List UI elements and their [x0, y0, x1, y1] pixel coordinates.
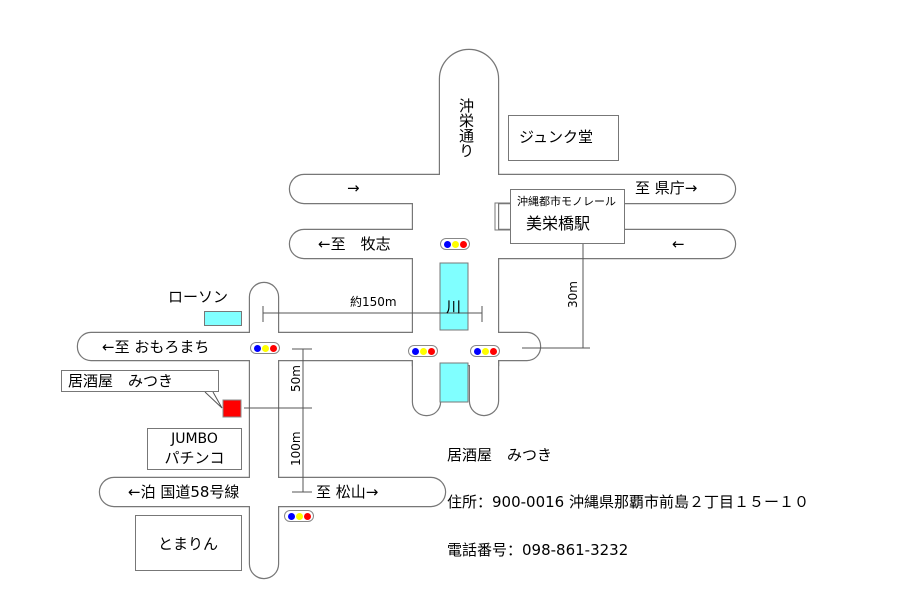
to-omoromachi-label: ←至 おもろまち [102, 338, 210, 356]
station-bracket [494, 202, 510, 231]
to-matsuyama-label: 至 松山→ [316, 483, 379, 501]
road-segment [100, 478, 445, 506]
river-north [439, 262, 469, 331]
to-makishi-label: ←至 牧志 [318, 235, 391, 253]
junkudo-label: ジュンク堂 [519, 128, 593, 146]
dim-30m-line [522, 243, 590, 349]
junkudo-box: ジュンク堂 [508, 115, 619, 161]
tomarin-label: とまりん [158, 535, 219, 553]
callout-pointer [204, 391, 223, 409]
roads [76, 48, 737, 580]
station-label: 美栄橋駅 [526, 214, 591, 233]
dim-100m-line [292, 409, 312, 493]
distance-100m: 100m [289, 431, 303, 466]
dim-50m-line [292, 348, 312, 409]
traffic-signal [284, 510, 314, 522]
to-kencho-label: 至 県庁→ [635, 179, 698, 197]
road-segment [250, 283, 278, 578]
river-label: 川 [446, 298, 462, 316]
lawson-marker [204, 311, 242, 326]
station-box: 沖縄都市モノレール 美栄橋駅 [510, 189, 625, 244]
traffic-signal [440, 238, 470, 250]
jumbo-line2: パチンコ [164, 449, 225, 467]
river-south [439, 362, 469, 403]
traffic-signal [470, 345, 500, 357]
road-segment [440, 50, 498, 210]
dim-150m-line [262, 306, 483, 322]
jumbo-line1: JUMBO [171, 431, 218, 447]
shop-phone: 電話番号：098-861-3232 [447, 541, 629, 559]
distance-50m: 50m [289, 365, 303, 392]
shop-marker [222, 399, 242, 418]
shop-address: 住所：900-0016 沖縄県那覇市前島２丁目１５ー１０ [447, 493, 809, 511]
traffic-signal [250, 342, 280, 354]
monorail-label: 沖縄都市モノレール [517, 195, 616, 208]
route58-label: ←泊 国道58号線 [128, 483, 240, 501]
distance-30m: 30m [566, 281, 580, 308]
traffic-signal [408, 345, 438, 357]
top-arrow: → [347, 179, 360, 197]
distance-150m: 約150m [350, 295, 397, 309]
shop-callout-label: 居酒屋 みつき [68, 372, 174, 390]
right-arrow: ← [672, 235, 685, 253]
lawson-label: ローソン [168, 288, 229, 306]
tomarin-box: とまりん [135, 515, 242, 571]
jumbo-box: JUMBO パチンコ [147, 428, 242, 470]
okiei-street-label: 沖栄通り [457, 98, 475, 158]
shop-callout: 居酒屋 みつき [61, 370, 219, 392]
shop-name: 居酒屋 みつき [447, 446, 553, 464]
